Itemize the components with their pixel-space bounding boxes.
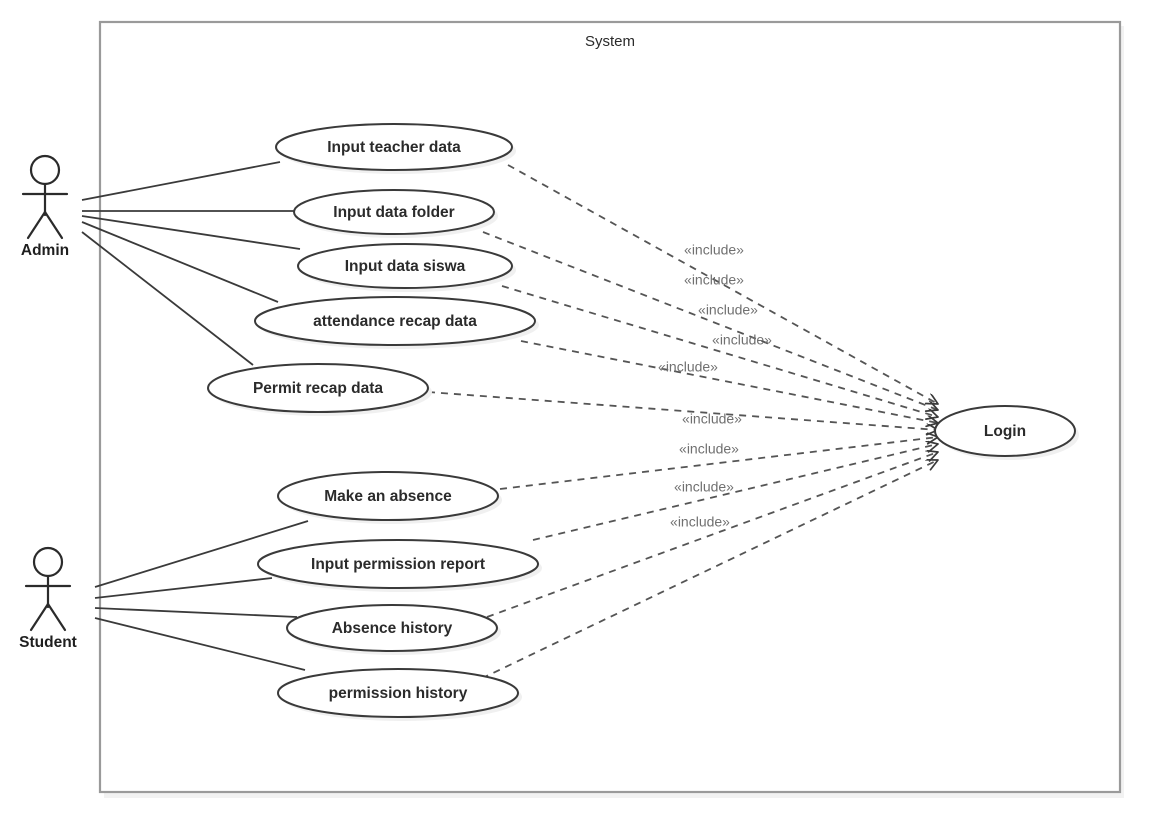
include-stereotype-labels: «include» «include» «include» «include» … xyxy=(658,242,772,530)
include-label: «include» xyxy=(670,514,730,530)
use-case-absence-history[interactable]: Absence history xyxy=(286,604,501,655)
use-case-label: Permit recap data xyxy=(253,380,383,397)
use-case-shape[interactable] xyxy=(277,668,519,718)
system-boundary: System xyxy=(98,20,1124,798)
include-uc8-to-login xyxy=(486,452,938,618)
association-student-input-permission-report xyxy=(94,577,273,599)
use-case-input-data-siswa[interactable]: Input data siswa xyxy=(297,243,516,292)
use-case-label: attendance recap data xyxy=(313,313,477,330)
use-case-input-teacher-data[interactable]: Input teacher data xyxy=(275,123,516,174)
use-case-login[interactable]: Login xyxy=(934,405,1079,460)
actor-leg-left xyxy=(26,210,47,240)
actor-student[interactable]: Student xyxy=(19,546,77,651)
use-case-label: Make an absence xyxy=(324,488,452,505)
include-label: «include» xyxy=(674,479,734,495)
actor-admin[interactable]: Admin xyxy=(21,154,69,259)
actor-head-icon xyxy=(29,154,61,186)
include-label: «include» xyxy=(684,272,744,288)
use-case-shape[interactable] xyxy=(257,539,539,589)
use-case-attendance-recap-data[interactable]: attendance recap data xyxy=(254,296,539,349)
use-case-shape[interactable] xyxy=(275,123,513,171)
include-uc4-to-login xyxy=(520,340,938,423)
use-case-label: Absence history xyxy=(332,620,453,637)
include-label: «include» xyxy=(658,359,718,375)
use-case-label: Login xyxy=(984,423,1026,440)
use-case-ellipses: Input teacher data Input data folder Inp… xyxy=(207,123,1079,721)
include-label: «include» xyxy=(698,302,758,318)
use-case-label: Input data folder xyxy=(333,204,454,221)
include-label: «include» xyxy=(684,242,744,258)
association-admin-permit-recap-data xyxy=(81,231,254,366)
actor-leg-right xyxy=(43,210,64,240)
include-uc6-to-login xyxy=(499,437,938,490)
actor-leg-left xyxy=(29,602,50,632)
system-boundary-title: System xyxy=(585,33,635,50)
use-case-shape[interactable] xyxy=(207,363,429,413)
use-case-permission-history[interactable]: permission history xyxy=(277,668,522,721)
include-uc9-to-login xyxy=(469,460,938,685)
include-uc7-to-login xyxy=(532,444,938,541)
use-case-shape[interactable] xyxy=(934,405,1076,457)
use-case-label: Input permission report xyxy=(311,556,485,573)
include-relations xyxy=(427,164,938,685)
association-admin-input-teacher-data xyxy=(81,161,281,201)
association-student-absence-history xyxy=(94,607,298,618)
use-case-input-permission-report[interactable]: Input permission report xyxy=(257,539,542,592)
use-case-permit-recap-data[interactable]: Permit recap data xyxy=(207,363,432,416)
association-admin-input-data-siswa xyxy=(81,215,301,250)
use-case-shape[interactable] xyxy=(286,604,498,652)
use-case-label: Input data siswa xyxy=(345,258,466,275)
use-case-shape[interactable] xyxy=(297,243,513,289)
association-student-make-an-absence xyxy=(94,520,309,588)
actor-head-icon xyxy=(32,546,64,578)
student-association-lines xyxy=(94,520,309,671)
include-uc1-to-login xyxy=(507,164,938,404)
use-case-label: Input teacher data xyxy=(327,139,461,156)
include-uc2-to-login xyxy=(482,231,938,410)
admin-association-lines xyxy=(81,161,301,366)
actor-label-admin: Admin xyxy=(21,242,69,259)
use-case-input-data-folder[interactable]: Input data folder xyxy=(293,189,498,238)
actor-label-student: Student xyxy=(19,634,77,651)
use-case-label: permission history xyxy=(329,685,468,702)
actor-leg-right xyxy=(46,602,67,632)
use-case-shape[interactable] xyxy=(293,189,495,235)
include-label: «include» xyxy=(679,441,739,457)
use-case-make-an-absence[interactable]: Make an absence xyxy=(277,471,502,524)
association-student-permission-history xyxy=(94,617,306,671)
association-admin-attendance-recap-data xyxy=(81,221,279,303)
use-case-shape[interactable] xyxy=(254,296,536,346)
use-case-shape[interactable] xyxy=(277,471,499,521)
include-label: «include» xyxy=(712,332,772,348)
include-uc3-to-login xyxy=(501,285,938,417)
include-label: «include» xyxy=(682,411,742,427)
